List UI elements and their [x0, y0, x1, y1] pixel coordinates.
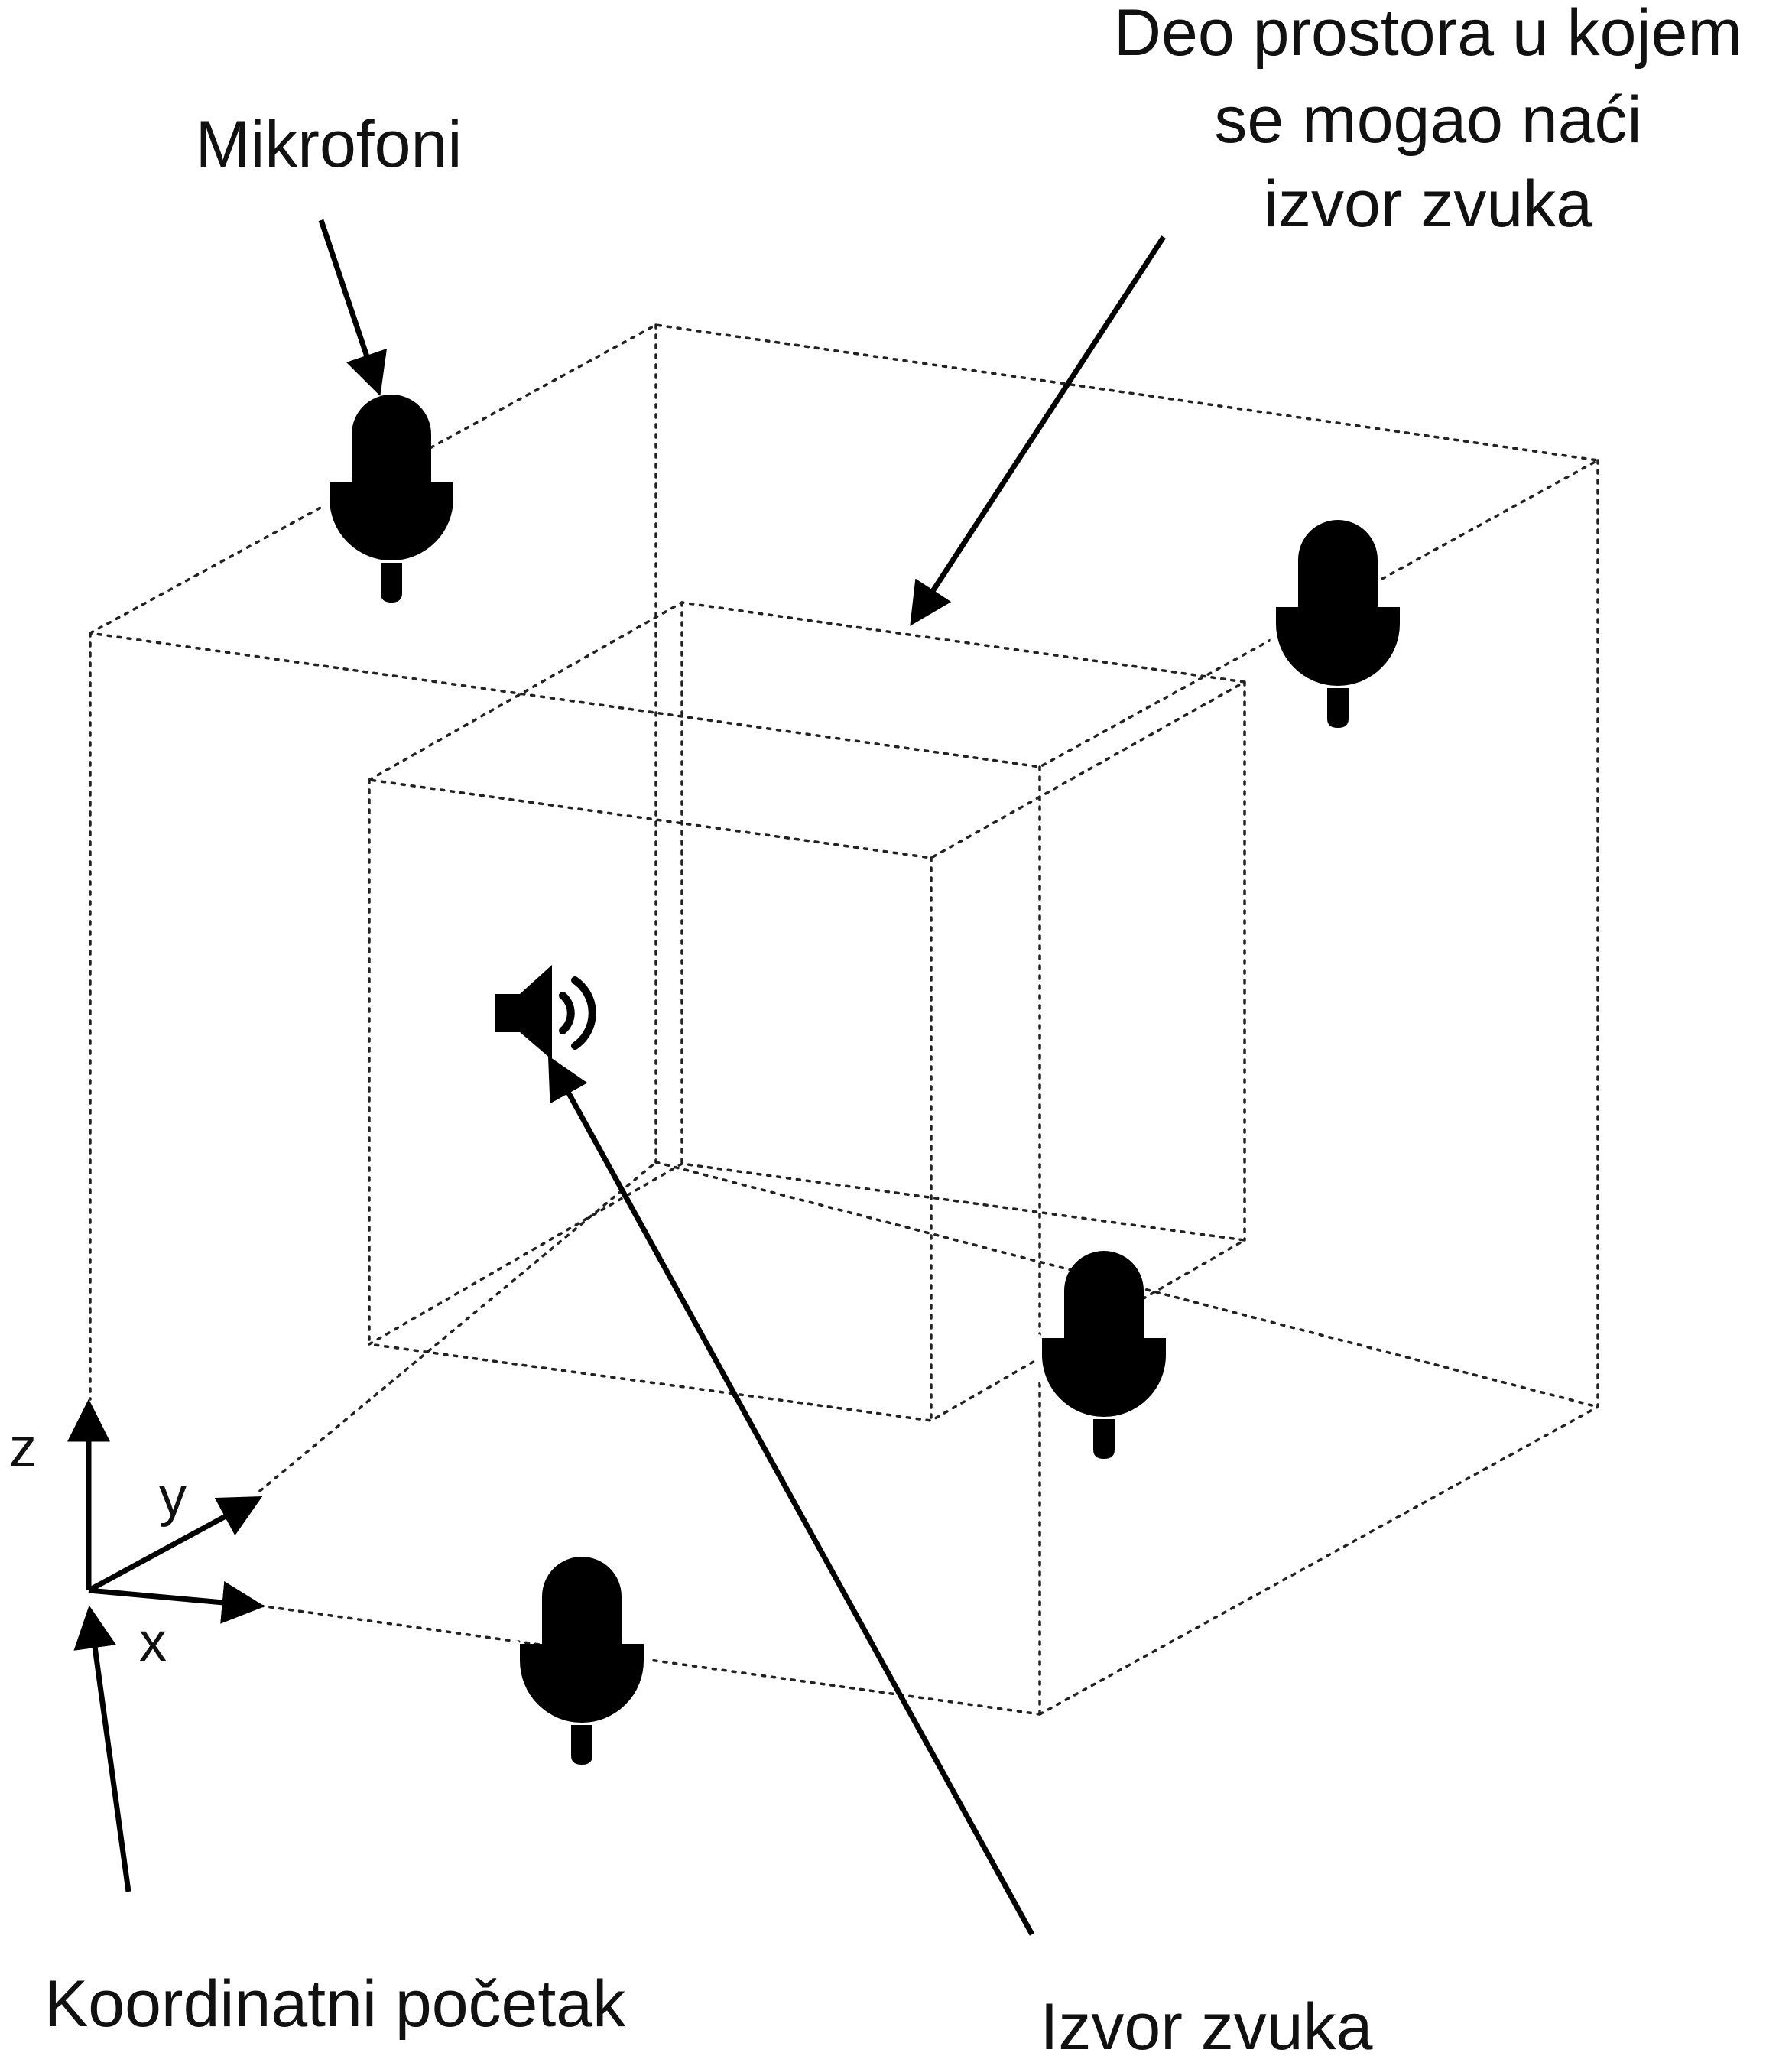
- origin-label: Koordinatni početak: [44, 1967, 626, 2041]
- region-arrow: [910, 235, 1166, 626]
- z-axis-label: z: [9, 1418, 37, 1479]
- microphones-label: Mikrofoni: [196, 108, 463, 181]
- microphone-icon: [1038, 1251, 1170, 1459]
- microphone-icon: [1272, 520, 1404, 728]
- microphones-arrow: [318, 219, 388, 396]
- source-arrow: [547, 1055, 1035, 1936]
- speaker-icon: [495, 965, 596, 1060]
- region-label-line2: se mogao naći: [1214, 83, 1641, 157]
- origin-arrow: [73, 1605, 131, 1892]
- region-label-line3: izvor zvuka: [1264, 167, 1592, 241]
- microphone-icon: [326, 395, 457, 603]
- source-label: Izvor zvuka: [1040, 1990, 1373, 2056]
- outer-room-box: [89, 323, 1602, 1716]
- coordinate-axes: [67, 1398, 265, 1624]
- region-label-line1: Deo prostora u kojem: [1114, 0, 1742, 70]
- x-axis-label: x: [139, 1612, 167, 1673]
- source-region-box: [368, 601, 1249, 1422]
- microphone-icon: [516, 1557, 648, 1765]
- y-axis-label: y: [159, 1466, 187, 1528]
